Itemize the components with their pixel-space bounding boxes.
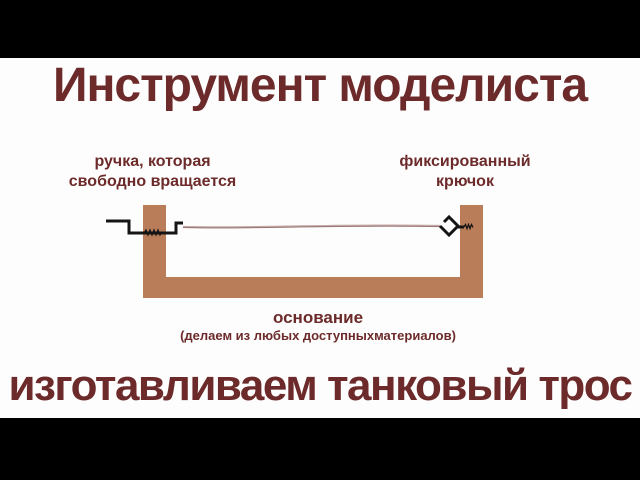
fixed-hook-icon — [438, 214, 461, 238]
handle-label-line2: свободно вращается — [68, 173, 237, 190]
hook-label-line2: крючок — [436, 173, 494, 190]
title-top: Инструмент моделиста — [52, 59, 588, 112]
hook-thread-icon — [463, 222, 474, 231]
base-shape — [143, 205, 483, 298]
hook-label-line1: фиксированный — [399, 153, 531, 170]
title-bottom: изготавливаем танковый трос — [8, 361, 633, 410]
base-label-note: (делаем из любых доступныхматериалов) — [180, 328, 456, 343]
axle-thread-icon — [143, 228, 163, 237]
letterbox-top-bar — [0, 0, 640, 58]
handle-label: ручка, которая свободно вращается — [55, 152, 250, 192]
base-label-title: основание — [272, 308, 364, 327]
cable-line — [182, 224, 441, 229]
cable-core-line — [182, 225, 441, 229]
handle-label-line1: ручка, которая — [94, 153, 211, 170]
letterbox-bottom-bar — [0, 418, 640, 480]
hook-label: фиксированный крючок — [385, 152, 545, 192]
base-label: основание (делаем из любых доступныхмате… — [168, 308, 468, 344]
